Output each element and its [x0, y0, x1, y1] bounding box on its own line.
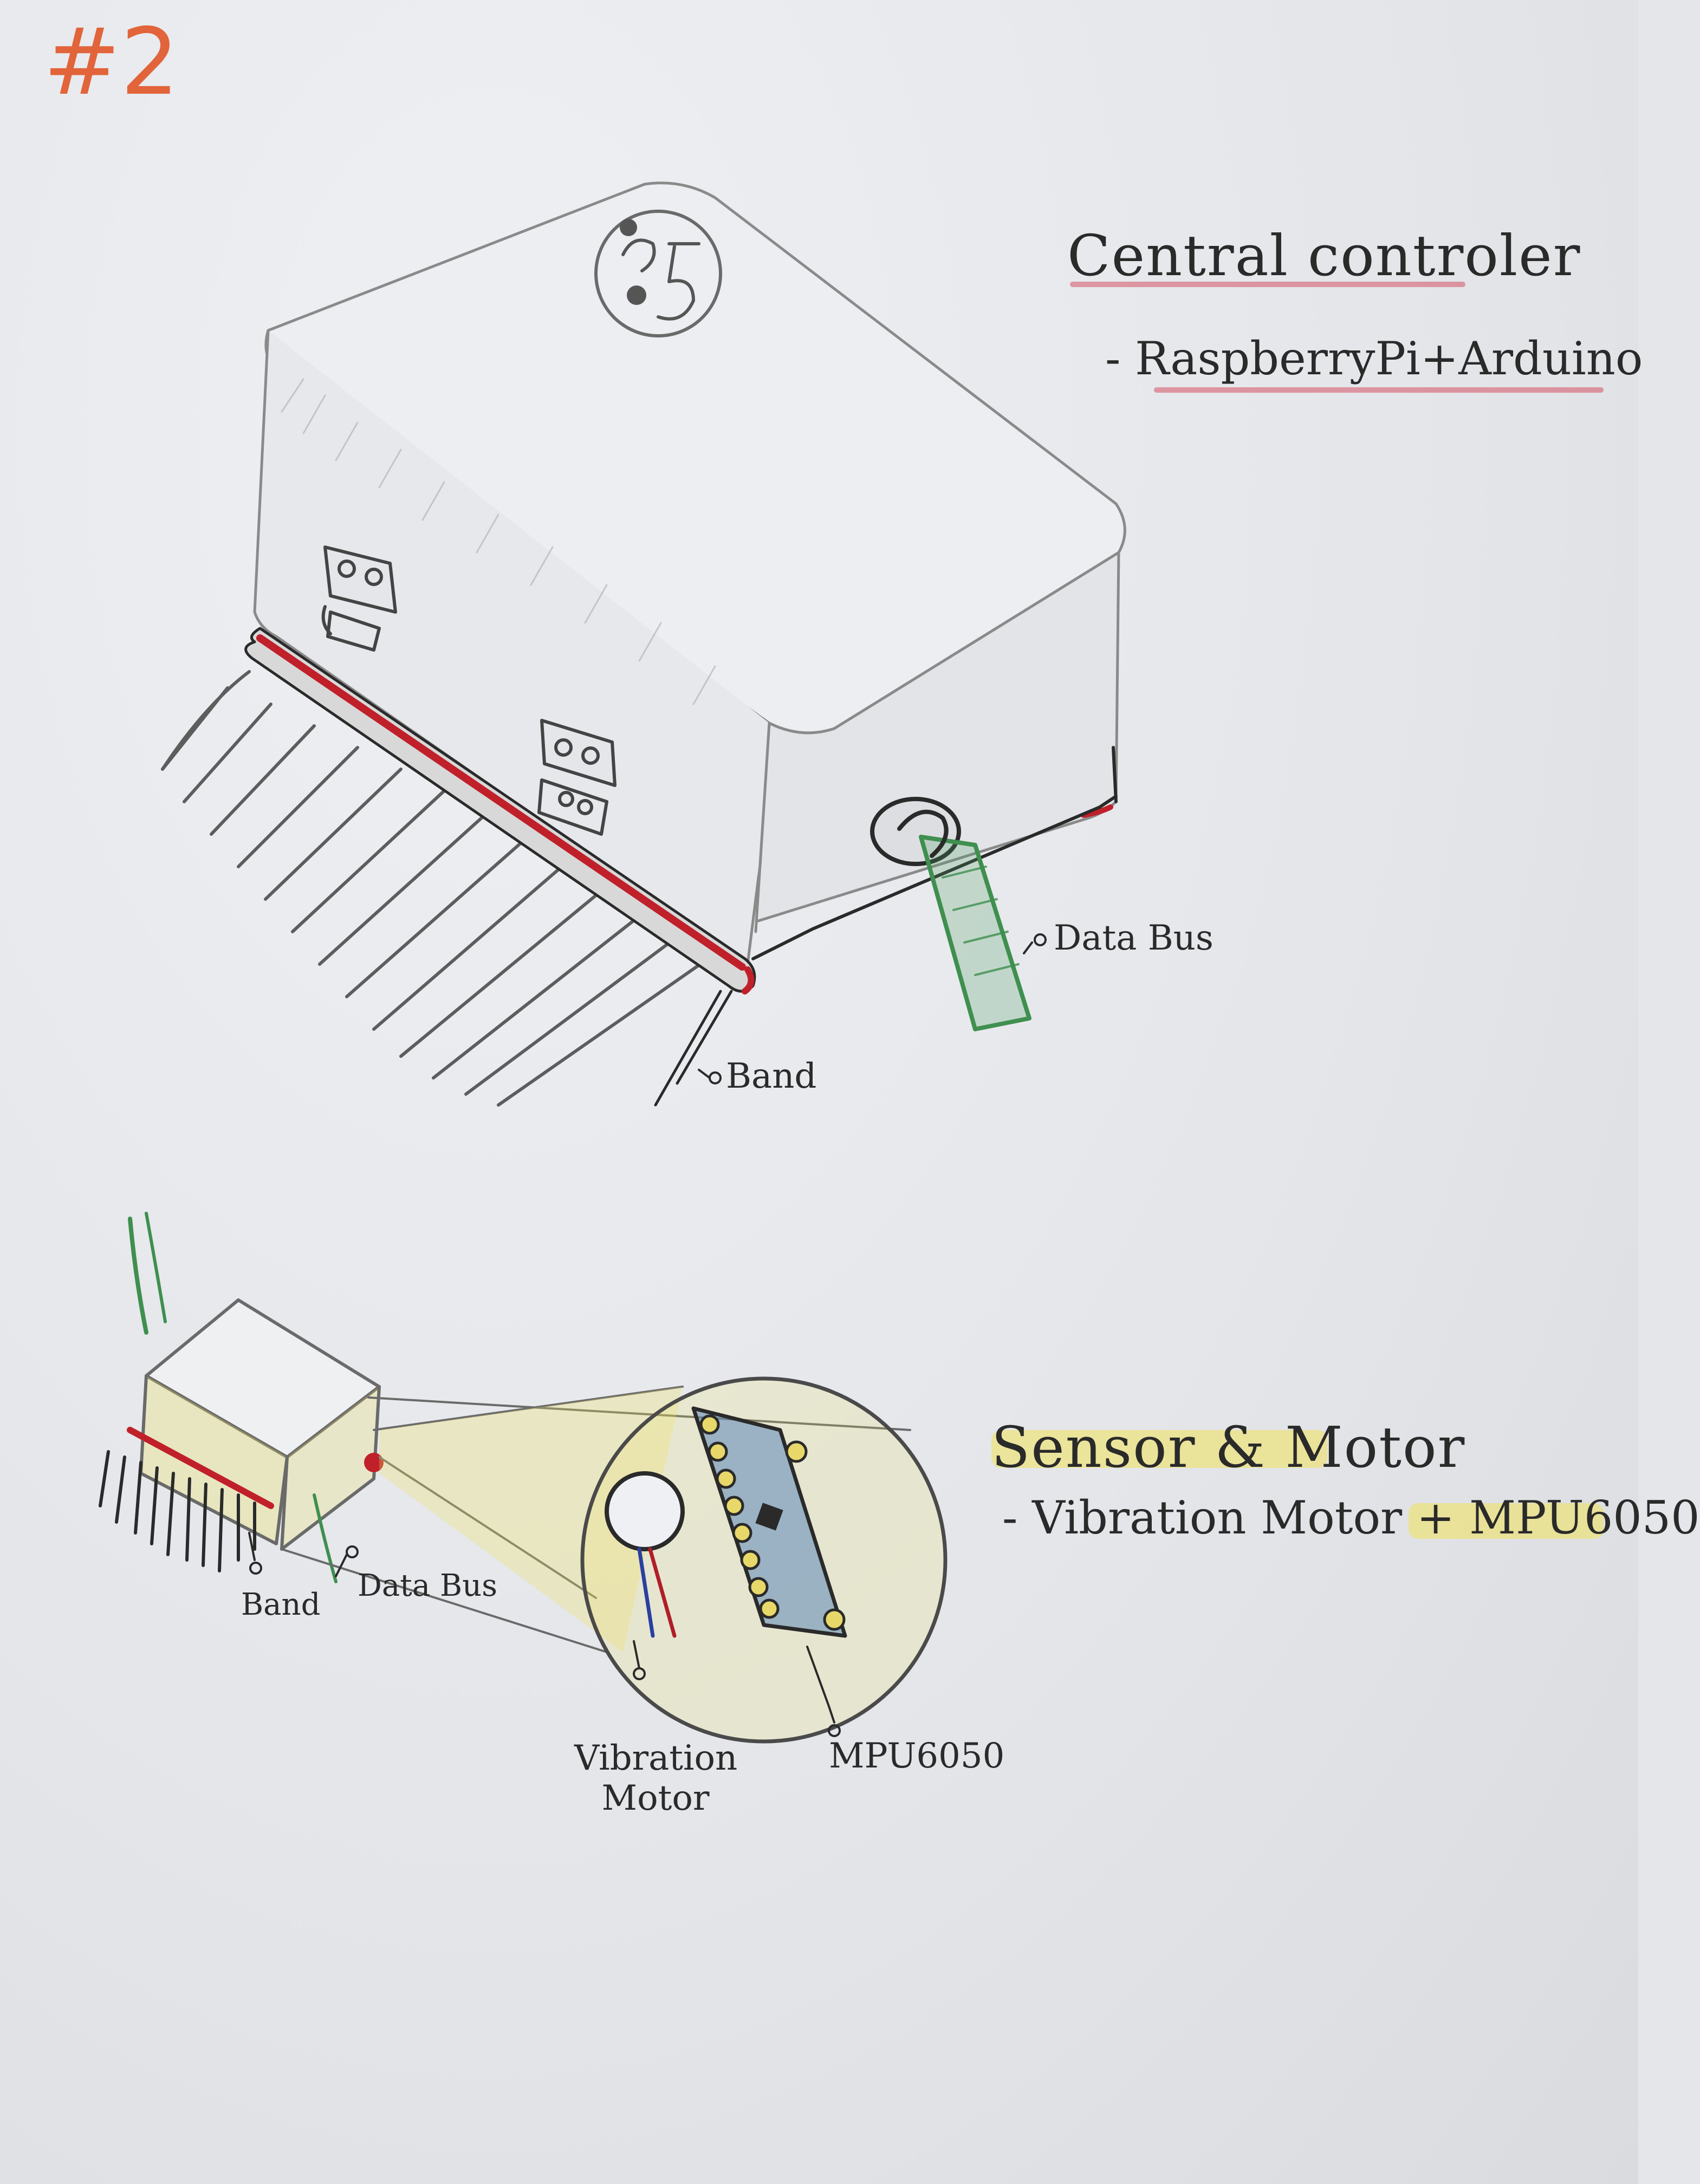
ground-hatching: [161, 670, 733, 1107]
sensor-band-label: Band: [241, 1587, 321, 1622]
page-number: #2: [43, 9, 179, 116]
sensor-heading-highlight: [991, 1430, 1327, 1468]
data-bus-port: [870, 797, 1031, 1031]
mpu6050-label: MPU6050: [829, 1736, 1005, 1776]
sensor-data-bus-label: Data Bus: [358, 1568, 497, 1603]
vibration-motor-part: [605, 1471, 685, 1680]
hinge-top: [321, 545, 397, 652]
controller-band-label: Band: [726, 1056, 817, 1096]
controller-heading: Central controler: [1067, 223, 1581, 289]
band-bristles: [99, 1450, 256, 1572]
detail-underline: [1154, 387, 1604, 393]
sensor-detail: - Vibration Motor + MPU6050: [1002, 1491, 1700, 1544]
band-strip: [244, 627, 1113, 994]
vibration-motor-label: Vibration Motor: [574, 1738, 738, 1818]
controller-detail: - RaspberryPi+Arduino: [1105, 332, 1643, 385]
mpu6050-board: [691, 1406, 847, 1737]
sensor-detail-highlight: [1409, 1503, 1604, 1539]
sensor-module-illustration: [99, 1212, 948, 1744]
heading-underline: [1070, 282, 1465, 287]
sensor-heading: Sensor & Motor: [991, 1414, 1466, 1480]
sketch-drawing: [99, 181, 1126, 1744]
hinge-bottom: [537, 719, 617, 836]
controller-box-illustration: [161, 181, 1126, 1107]
logo-emblem: [594, 210, 722, 337]
controller-data-bus-label: Data Bus: [1054, 918, 1214, 958]
